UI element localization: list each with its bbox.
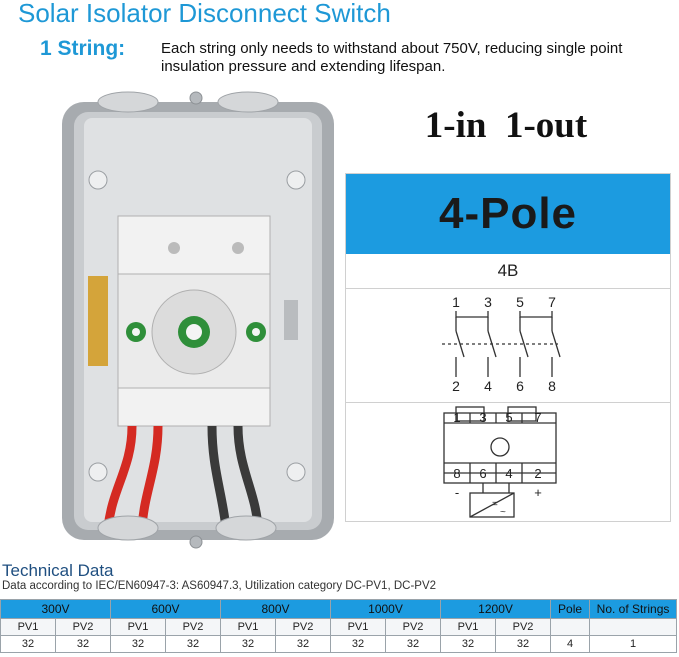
configuration-code: 4B: [346, 254, 670, 289]
pole-header: Pole: [550, 599, 591, 619]
pv-subheader: PV2: [275, 618, 331, 636]
terminal-label: 7: [548, 294, 556, 310]
block-terminal: 1: [453, 410, 460, 425]
pv-subheader: PV2: [495, 618, 552, 636]
block-terminal: 2: [534, 466, 541, 481]
current-value: 32: [384, 635, 442, 653]
block-terminal: 6: [479, 466, 486, 481]
pv-subheader: PV1: [220, 618, 276, 636]
voltage-header: 1200V: [440, 599, 552, 619]
strings-header: No. of Strings: [589, 599, 678, 619]
terminal-label: 8: [548, 378, 556, 394]
technical-data-table: 300V 600V 800V 1000V 1200V Pole No. of S…: [0, 599, 678, 653]
terminal-label: 4: [484, 378, 492, 394]
voltage-header: 800V: [220, 599, 331, 619]
voltage-header: 300V: [0, 599, 111, 619]
cable-gland-bottom-left: [97, 515, 159, 541]
table-subheader-row: PV1 PV2 PV1 PV2 PV1 PV2 PV1 PV2 PV1 PV2: [0, 618, 678, 636]
current-value: 32: [165, 635, 221, 653]
current-value: 32: [495, 635, 552, 653]
technical-data-title: Technical Data: [2, 561, 114, 580]
pv-subheader: PV2: [384, 618, 442, 636]
block-terminal: 5: [505, 410, 512, 425]
pv-subheader: PV2: [165, 618, 221, 636]
cable-gland-bottom-right: [215, 515, 277, 541]
dc-symbol-icon: =: [492, 499, 498, 510]
pv-subheader: PV1: [110, 618, 166, 636]
pole-spec-panel: 4-Pole 4B 1 3 5 7 2 4 6 8: [345, 173, 671, 522]
table-header-row: 300V 600V 800V 1000V 1200V Pole No. of S…: [0, 599, 678, 619]
block-terminal: 8: [453, 466, 460, 481]
terminal-label: 2: [452, 378, 460, 394]
ac-symbol-icon: ~: [500, 507, 506, 518]
io-label: 1-in 1-out: [424, 105, 588, 146]
current-value: 32: [0, 635, 56, 653]
strings-value: 1: [589, 635, 678, 653]
technical-data-subtitle: Data according to IEC/EN60947-3: AS60947…: [2, 580, 437, 592]
pv-subheader: PV1: [0, 618, 56, 636]
block-terminal: 7: [534, 410, 541, 425]
voltage-header: 1000V: [329, 599, 442, 619]
string-description: Each string only needs to withstand abou…: [161, 40, 623, 75]
voltage-header: 600V: [110, 599, 221, 619]
pole-label: 4-Pole: [438, 189, 578, 238]
current-value: 32: [440, 635, 497, 653]
table-row: 32 32 32 32 32 32 32 32 32 32 4 1: [0, 635, 678, 653]
terminal-label: 3: [484, 294, 492, 310]
terminal-label: 5: [516, 294, 524, 310]
polarity-plus: +: [534, 485, 542, 500]
isolator-switch-photo: [62, 91, 334, 549]
black-cable: [207, 425, 231, 529]
terminal-block-diagram: 1 3 5 7 8 6 4 2 - + = ~: [443, 406, 557, 518]
cable-gland-top-left: [97, 91, 159, 113]
current-value: 32: [275, 635, 331, 653]
current-value: 32: [110, 635, 166, 653]
empty-cell: [589, 618, 678, 636]
terminal-label: 1: [452, 294, 460, 310]
switch-upper-block: [117, 215, 271, 275]
switch-lower-block: [117, 387, 271, 427]
red-cable: [103, 425, 137, 529]
pv-subheader: PV2: [55, 618, 111, 636]
earth-terminal: [88, 276, 108, 366]
page-title: Solar Isolator Disconnect Switch: [18, 0, 391, 28]
cable-gland-top-right: [217, 91, 279, 113]
pole-banner: 4-Pole: [346, 174, 670, 254]
current-value: 32: [330, 635, 386, 653]
red-cable: [137, 425, 163, 529]
terminal-label: 6: [516, 378, 524, 394]
pv-subheader: PV1: [440, 618, 497, 636]
pole-value: 4: [550, 635, 591, 653]
pv-subheader: PV1: [330, 618, 386, 636]
block-terminal: 3: [479, 410, 486, 425]
string-label: 1 String:: [40, 37, 126, 60]
current-value: 32: [220, 635, 276, 653]
polarity-minus: -: [455, 485, 459, 500]
block-terminal: 4: [505, 466, 512, 481]
empty-cell: [550, 618, 591, 636]
wiring-schematic: 1 3 5 7 2 4 6 8: [346, 294, 670, 403]
current-value: 32: [55, 635, 111, 653]
